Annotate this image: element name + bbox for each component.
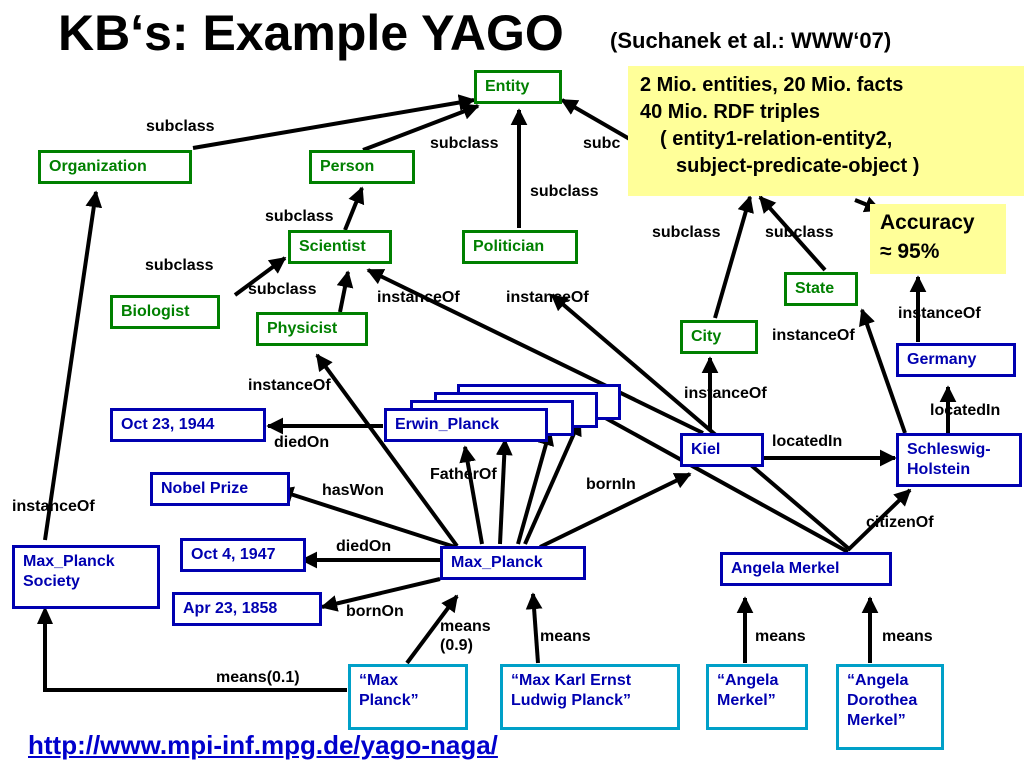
stats-note: 2 Mio. entities, 20 Mio. facts 40 Mio. R…	[628, 66, 1024, 196]
accuracy-label: Accuracy	[880, 211, 975, 234]
page-subtitle: (Suchanek et al.: WWW‘07)	[610, 28, 892, 53]
label-bornon: bornOn	[346, 603, 404, 620]
edge-organization-entity	[192, 94, 476, 150]
node-state[interactable]: State	[784, 272, 858, 306]
label-subclass-state: subclass	[765, 224, 834, 241]
label-subclass-partial: subc	[583, 135, 621, 152]
label-diedon-erwin: diedOn	[274, 434, 330, 451]
node-oct-1944[interactable]: Oct 23, 1944	[110, 408, 266, 442]
node-max-planck-society[interactable]: Max_Planck Society	[12, 545, 160, 609]
node-angela-merkel[interactable]: Angela Merkel	[720, 552, 892, 586]
edge-maxplanck-physicist	[315, 353, 459, 548]
accuracy-value: ≈ 95%	[880, 240, 940, 263]
label-instanceof-politician: instanceOf	[506, 289, 589, 306]
label-locatedin-germany: locatedIn	[930, 402, 1001, 419]
node-organization[interactable]: Organization	[38, 150, 192, 184]
edge-maxplanck-nobel	[276, 486, 459, 550]
edge-schleswig-state	[859, 308, 907, 434]
edge-society-organization	[43, 190, 103, 541]
edge-kiel-scientist	[366, 268, 704, 435]
edge-state-partial	[758, 195, 827, 272]
node-kiel[interactable]: Kiel	[680, 433, 764, 467]
edge-maxplanck-father4	[523, 418, 582, 545]
edge-alias-society-path	[43, 612, 347, 692]
edge-physicist-scientist	[336, 270, 354, 313]
arrowhead-society	[37, 606, 53, 624]
label-means-maxfull: means	[540, 628, 591, 645]
node-politician[interactable]: Politician	[462, 230, 578, 264]
label-subclass-scientist: subclass	[265, 208, 334, 225]
node-alias-max-planck[interactable]: “Max Planck”	[348, 664, 468, 730]
edge-merkel-schleswig	[846, 488, 912, 552]
label-fatherof: FatherOf	[430, 466, 497, 483]
edge-partial-entity	[560, 98, 641, 147]
stats-line-1: 2 Mio. entities, 20 Mio. facts	[640, 74, 904, 96]
node-erwin-planck[interactable]: Erwin_Planck	[384, 408, 548, 442]
node-entity[interactable]: Entity	[474, 70, 562, 104]
edge-maxplanck-father3	[516, 428, 555, 545]
label-instanceof-germany: instanceOf	[898, 305, 981, 322]
node-max-planck[interactable]: Max_Planck	[440, 546, 586, 580]
label-subclass-organization: subclass	[146, 118, 215, 135]
edge-biologist-scientist	[233, 256, 287, 297]
label-instanceof-state: instanceOf	[772, 327, 855, 344]
edge-kiel-merkel	[599, 413, 849, 554]
label-subclass-person: subclass	[430, 135, 499, 152]
accuracy-note: Accuracy ≈ 95%	[870, 204, 1006, 274]
node-apr-1858[interactable]: Apr 23, 1858	[172, 592, 322, 626]
stats-line-3: ( entity1-relation-entity2,	[660, 128, 893, 150]
label-instanceof-scientist: instanceOf	[377, 289, 460, 306]
label-subclass-politician: subclass	[530, 183, 599, 200]
label-instanceof-society: instanceOf	[12, 498, 95, 515]
node-nobel-prize[interactable]: Nobel Prize	[150, 472, 290, 506]
label-means-09: means (0.9)	[440, 618, 491, 654]
edge-maxplanck-borndon	[320, 577, 441, 612]
label-means-01: means(0.1)	[216, 669, 300, 686]
node-person[interactable]: Person	[309, 150, 415, 184]
stats-line-4: subject-predicate-object )	[676, 155, 920, 177]
edge-merkel-politician	[550, 293, 850, 550]
node-scientist[interactable]: Scientist	[288, 230, 392, 264]
label-bornin: bornIn	[586, 476, 636, 493]
label-means-angelafull: means	[882, 628, 933, 645]
label-instanceof-physicist: instanceOf	[248, 377, 331, 394]
edge-alias-maxfull	[525, 592, 543, 664]
page-title: KB‘s: Example YAGO	[58, 5, 564, 61]
label-subclass-biologist: subclass	[145, 257, 214, 274]
label-diedon-max: diedOn	[336, 538, 392, 555]
edge-maxplanck-erwin	[459, 445, 484, 545]
node-oct-1947[interactable]: Oct 4, 1947	[180, 538, 306, 572]
label-haswon: hasWon	[322, 482, 384, 499]
label-subclass-city: subclass	[652, 224, 721, 241]
node-schleswig-holstein[interactable]: Schleswig-Holstein	[896, 433, 1022, 487]
node-germany[interactable]: Germany	[896, 343, 1016, 377]
label-subclass-physicist: subclass	[248, 281, 317, 298]
edge-maxplanck-father2	[495, 438, 513, 545]
node-alias-angela-merkel[interactable]: “Angela Merkel”	[706, 664, 808, 730]
label-instanceof-city: instanceOf	[684, 385, 767, 402]
edge-alias-max	[405, 594, 459, 665]
node-alias-max-karl-ernst-ludwig-planck[interactable]: “Max Karl Ernst Ludwig Planck”	[500, 664, 680, 730]
label-citizenof: citizenOf	[866, 514, 934, 531]
label-locatedin-kiel: locatedIn	[772, 433, 843, 450]
edge-scientist-person	[343, 186, 365, 231]
yago-naga-link[interactable]: http://www.mpi-inf.mpg.de/yago-naga/	[28, 730, 498, 760]
node-physicist[interactable]: Physicist	[256, 312, 368, 346]
node-alias-angela-dorothea-merkel[interactable]: “Angela Dorothea Merkel”	[836, 664, 944, 750]
edge-person-entity	[362, 103, 480, 152]
node-biologist[interactable]: Biologist	[110, 295, 220, 329]
stats-line-2: 40 Mio. RDF triples	[640, 101, 821, 123]
label-means-angela: means	[755, 628, 806, 645]
edge-maxplanck-kiel	[539, 472, 692, 549]
edge-city-partial	[713, 195, 754, 319]
node-city[interactable]: City	[680, 320, 758, 354]
